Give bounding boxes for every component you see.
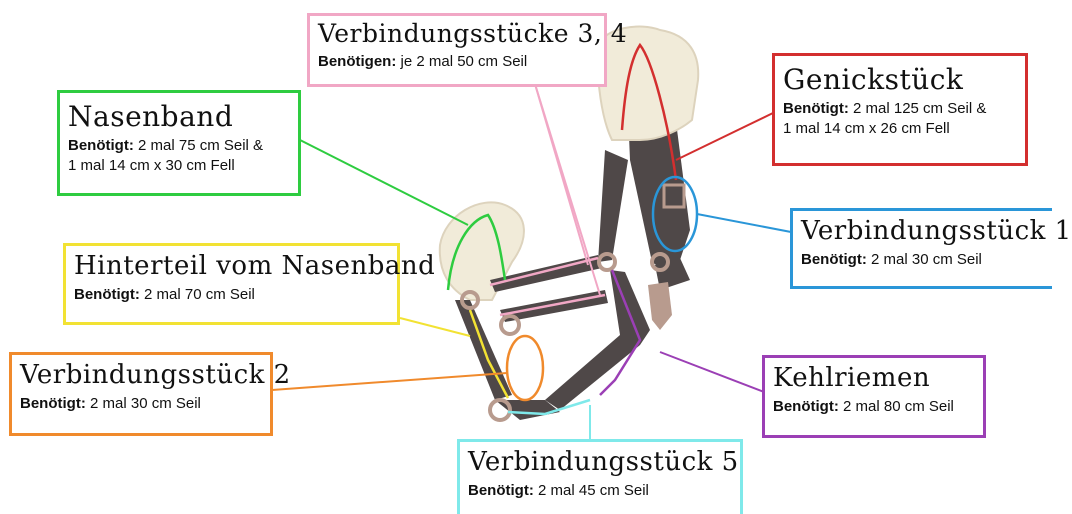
kehlriemen-need: Benötigt: 2 mal 80 cm Seil (773, 397, 954, 415)
vs5-mark (507, 398, 591, 416)
genick-mark (620, 42, 678, 181)
ring-4 (488, 398, 512, 422)
label-hinterteil-nasenband: Hinterteil vom Nasenband Benötigt: 2 mal… (63, 243, 436, 325)
label-genickstueck: Genickstück Benötigt: 2 mal 125 cm Seil … (772, 53, 1028, 166)
genick-need: Benötigt: 2 mal 125 cm Seil &1 mal 14 cm… (783, 100, 987, 138)
label-kehlriemen: Kehlriemen Benötigt: 2 mal 80 cm Seil (762, 355, 986, 438)
vs34-leader-2 (534, 83, 601, 296)
ring-2 (460, 290, 480, 310)
halter-diagram (271, 25, 792, 441)
label-verbindungsstuecke-3-4: Verbindungsstücke 3, 4 Benötigen: je 2 m… (307, 13, 628, 87)
label-verbindungsstueck-2: Verbindungsstück 2 Benötigt: 2 mal 30 cm… (9, 352, 291, 436)
vs1-need: Benötigt: 2 mal 30 cm Seil (801, 250, 982, 268)
vs34-mark-lower (499, 293, 606, 317)
genick-title: Genickstück (783, 63, 964, 96)
ring-3 (499, 314, 521, 336)
label-nasenband: Nasenband Benötigt: 2 mal 75 cm Seil &1 … (57, 90, 301, 196)
vs1-title: Verbindungsstück 1 (801, 216, 1072, 246)
hinterteil-title: Hinterteil vom Nasenband (74, 251, 436, 281)
leader-lines (271, 83, 792, 441)
ring-5 (650, 252, 670, 272)
hinterteil-need: Benötigt: 2 mal 70 cm Seil (74, 285, 255, 303)
vs5-need: Benötigt: 2 mal 45 cm Seil (468, 481, 649, 499)
label-verbindungsstueck-1: Verbindungsstück 1 Benötigt: 2 mal 30 cm… (790, 208, 1072, 289)
ring-1 (597, 252, 617, 272)
throat-latch-strap (545, 270, 650, 410)
hinterteil-mark (468, 309, 510, 399)
buckle (662, 183, 686, 209)
vs2-need: Benötigt: 2 mal 30 cm Seil (20, 394, 201, 412)
cheek-strap (598, 150, 628, 262)
vs2-title: Verbindungsstück 2 (20, 360, 291, 390)
vs34-need: Benötigen: je 2 mal 50 cm Seil (318, 52, 528, 70)
nasenband-leader (299, 139, 469, 226)
nasenband-title: Nasenband (68, 100, 234, 133)
lead-clip (648, 282, 672, 330)
vs5-title: Verbindungsstück 5 (468, 447, 739, 477)
vs1-leader (696, 213, 792, 233)
vs34-mark-upper (489, 256, 599, 287)
kehlriemen-title: Kehlriemen (773, 363, 931, 393)
overlay-marks (446, 42, 699, 416)
nasenband-need: Benötigt: 2 mal 75 cm Seil &1 mal 14 cm … (68, 137, 264, 175)
vs2-circle (505, 334, 545, 402)
kehlriemen-mark (599, 269, 642, 396)
genick-leader (675, 112, 774, 161)
nasenband-mark (446, 213, 507, 291)
connector-middle (500, 290, 608, 322)
label-verbindungsstueck-5: Verbindungsstück 5 Benötigt: 2 mal 45 cm… (457, 439, 743, 514)
vs2-leader (271, 372, 508, 391)
hinterteil-leader (399, 317, 471, 337)
right-strap (655, 258, 690, 290)
kehlriemen-leader (659, 351, 765, 393)
vs34-title: Verbindungsstücke 3, 4 (318, 19, 628, 48)
